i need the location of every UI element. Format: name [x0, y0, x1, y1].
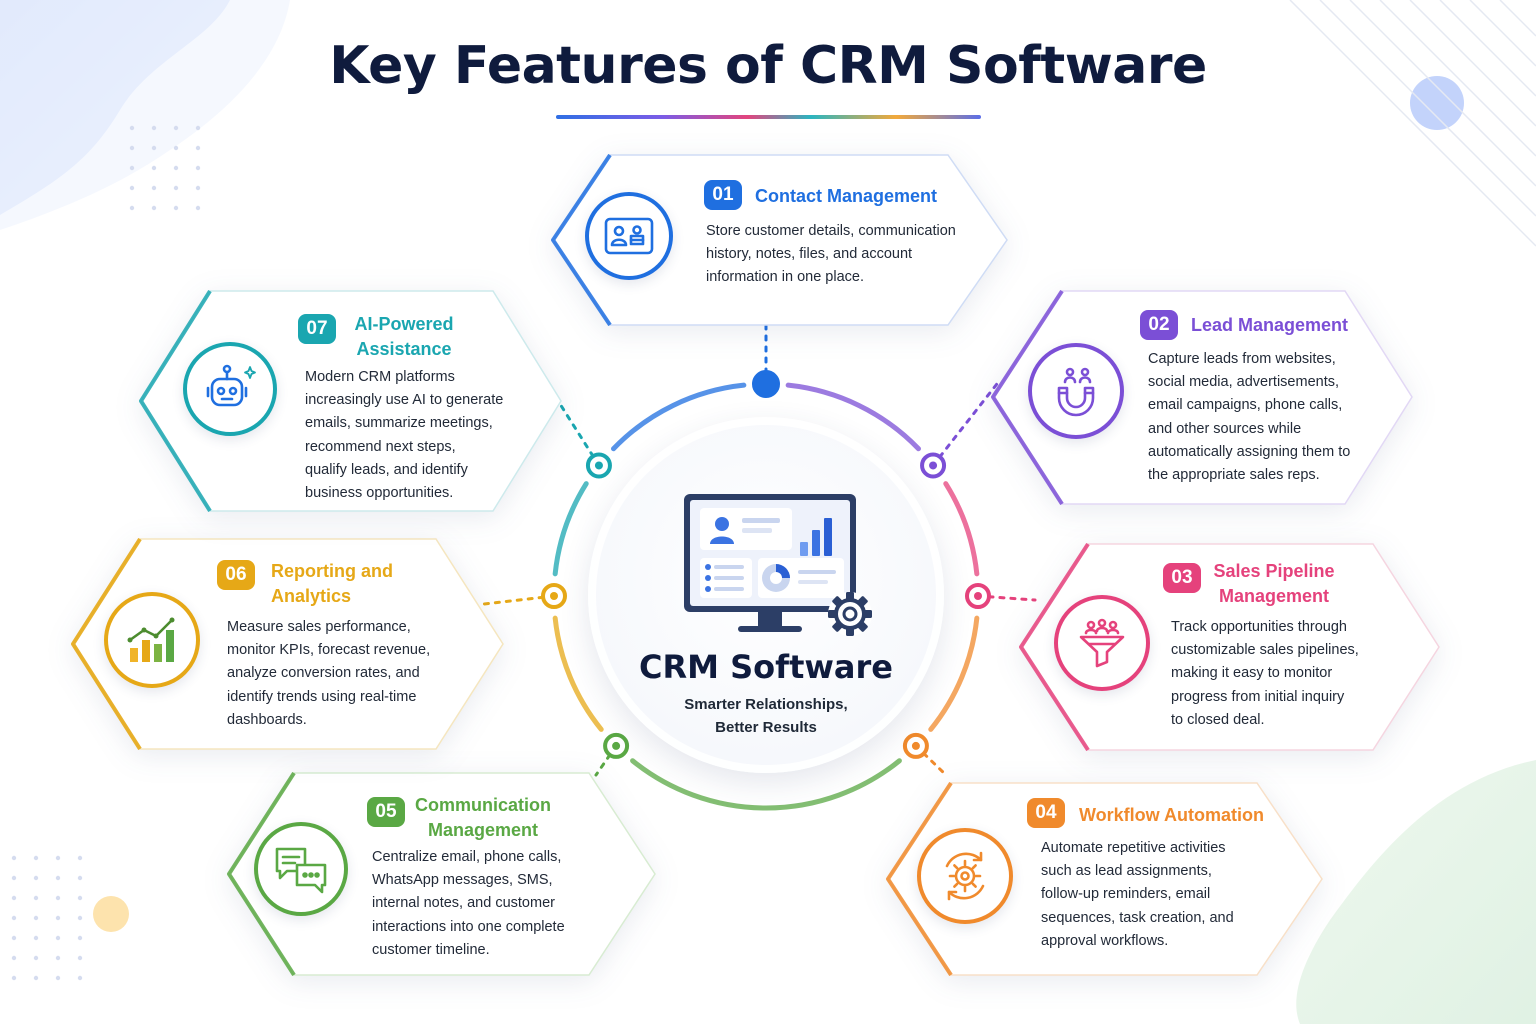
feature-description: Automate repetitive activities such as l…	[1041, 840, 1234, 949]
feature-title: Reporting and Analytics	[271, 561, 393, 606]
feature-description: Centralize email, phone calls, WhatsApp …	[372, 849, 565, 958]
node-pipeline	[965, 583, 991, 609]
robot-icon	[183, 342, 277, 436]
node-ai	[585, 452, 612, 479]
title-underline	[556, 115, 981, 119]
feature-description: Modern CRM platforms increasingly use AI…	[305, 369, 504, 502]
node-reporting	[541, 583, 567, 609]
gear-cycle-icon	[917, 828, 1013, 924]
arc-lead	[943, 481, 980, 577]
feature-title: Workflow Automation	[1079, 805, 1264, 825]
feature-title: Lead Management	[1191, 315, 1349, 335]
crm-monitor-illustration	[684, 494, 872, 636]
feature-number-badge: 04	[1027, 798, 1065, 828]
hub-title: CRM Software	[639, 648, 893, 686]
feature-number-badge: 06	[217, 560, 255, 590]
connector-workflow	[914, 744, 948, 777]
feature-number-badge: 07	[298, 314, 336, 344]
feature-card-sales-pipeline: 03 Sales Pipeline Management Track oppor…	[1018, 543, 1442, 751]
feature-card-lead-management: 02 Lead Management Capture leads from we…	[990, 290, 1415, 505]
page-title: Key Features of CRM Software	[329, 36, 1207, 96]
connector-communication	[594, 744, 618, 777]
hub-subtitle: Smarter Relationships, Better Results	[684, 696, 848, 736]
sales-funnel-icon	[1054, 595, 1150, 691]
node-lead	[920, 452, 947, 479]
chat-bubbles-icon	[254, 822, 348, 916]
feature-number-badge: 03	[1163, 563, 1201, 593]
feature-description: Capture leads from websites, social medi…	[1148, 351, 1351, 484]
feature-description: Track opportunities through customizable…	[1171, 619, 1359, 728]
feature-description: Measure sales performance, monitor KPIs,…	[227, 619, 431, 728]
bar-chart-icon	[104, 592, 200, 688]
feature-card-workflow-automation: 04 Workflow Automation Automate repetiti…	[885, 782, 1325, 976]
feature-title: AI-Powered Assistance	[354, 314, 454, 359]
connector-ai	[558, 402, 601, 467]
feature-number-badge: 02	[1140, 310, 1178, 340]
feature-title: Communication Management	[414, 795, 551, 840]
contact-card-icon	[585, 192, 673, 280]
feature-description: Store customer details, communication hi…	[706, 223, 956, 286]
feature-card-ai-assistance: 07 AI-Powered Assistance Modern CRM plat…	[138, 290, 564, 512]
feature-number-badge: 01	[704, 180, 742, 210]
feature-card-communication-management: 05 Communication Management Centralize e…	[226, 772, 658, 976]
node-contact	[752, 370, 780, 398]
feature-title: Contact Management	[755, 186, 938, 206]
feature-card-contact-management: 01 Contact Management Store customer det…	[550, 154, 1010, 326]
magnet-leads-icon	[1028, 343, 1124, 439]
feature-card-reporting-analytics: 06 Reporting and Analytics Measure sales…	[70, 538, 506, 750]
feature-number-badge: 05	[367, 797, 405, 827]
feature-title: Sales Pipeline Management	[1213, 561, 1335, 606]
